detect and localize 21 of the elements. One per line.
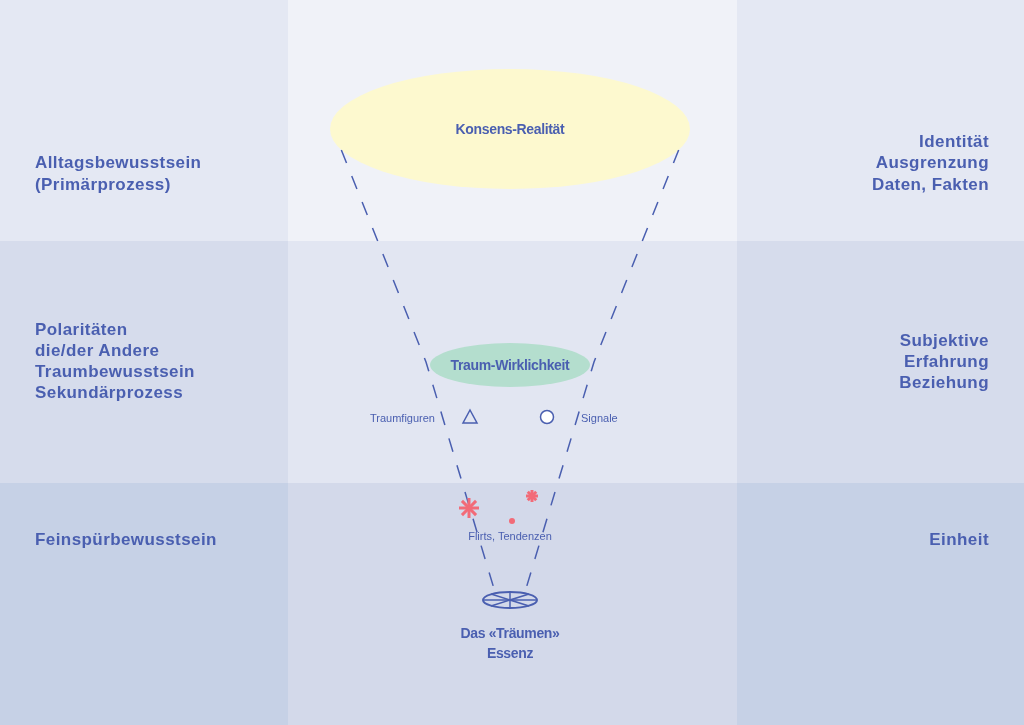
text-label: Signale: [581, 411, 619, 425]
text-label: Flirts, Tendenzen: [467, 529, 553, 543]
text-label: Polaritäten: [35, 320, 129, 340]
text-label: Feinspürbewusstsein: [35, 530, 218, 550]
text-label: Ausgrenzung: [874, 153, 989, 173]
text-label: Erfahrung: [902, 352, 989, 372]
text-label: die/der Andere: [35, 341, 161, 361]
text-label: Beziehung: [898, 373, 989, 393]
text-label: Traumbewusstsein: [35, 362, 196, 382]
text-label: Traumfiguren: [369, 411, 435, 425]
node-label: Traum-Wirklichkeit: [450, 356, 570, 375]
text-label: Alltagsbewusstsein: [35, 153, 203, 173]
text-label: Subjektive: [898, 331, 989, 351]
text-label: Einheit: [928, 530, 989, 550]
text-label: Sekundärprozess: [35, 383, 185, 403]
text-label: (Primärprozess): [35, 175, 172, 195]
node-label: Das «Träumen»: [460, 624, 560, 643]
node-label: Konsens-Realität: [455, 120, 565, 139]
node-label: Essenz: [486, 644, 534, 663]
text-label: Daten, Fakten: [871, 175, 989, 195]
text-label: Identität: [918, 132, 989, 152]
